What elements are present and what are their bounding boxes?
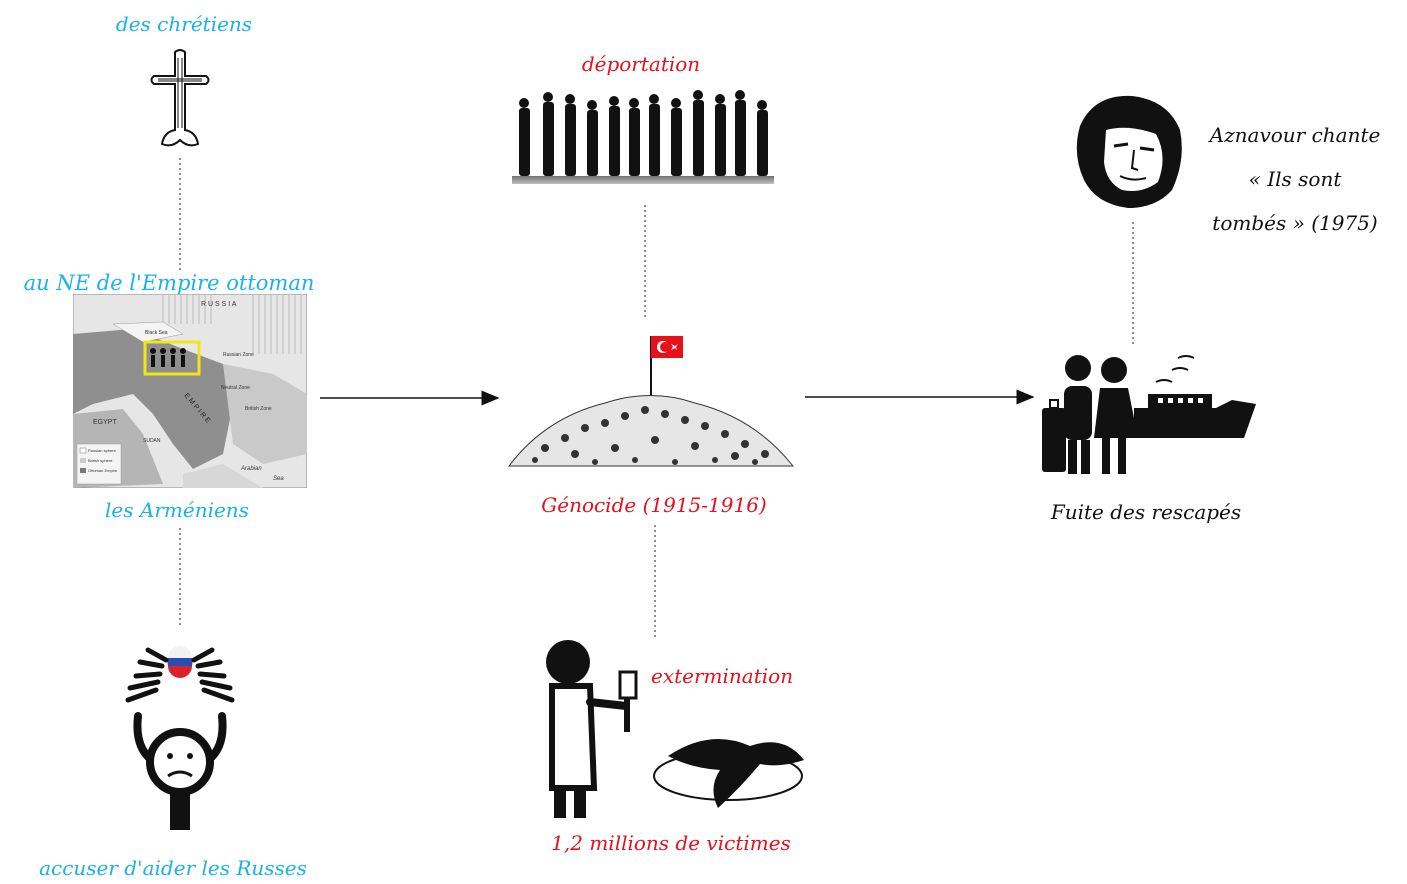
map-label-black-sea: Black Sea [145,330,168,336]
refugees-with-ship-icon [1042,355,1256,474]
map-label-egypt: EGYPT [93,419,117,426]
label-extermination: extermination [651,664,794,688]
map-label-sea: Sea [273,476,284,482]
label-accuser-russes: accuser d'aider les Russes [39,856,307,880]
map-legend-1: Russian sphere [88,448,117,453]
worried-person-icon [125,646,235,830]
map-label-russia: R U S S I A [201,301,237,308]
map-legend-3: Ottoman Empire [88,468,118,473]
label-empire-ottoman: au NE de l'Empire ottoman [23,271,315,295]
skull-pile-with-flag-icon [507,336,795,467]
map-legend-2: British sphere [88,458,113,463]
aznavour-line-3: tombés » (1975) [1212,211,1378,235]
label-chretiens: des chrétiens [115,12,253,36]
label-deportation: déportation [581,52,701,76]
aznavour-line-1: Aznavour chante [1209,123,1381,147]
label-genocide: Génocide (1915-1916) [541,493,767,517]
executioner-icon [546,640,804,818]
ottoman-map: R U S S I A Black Sea Russian Zone Neutr… [73,294,307,488]
aznavour-portrait [1076,95,1182,208]
label-armeniens: les Arméniens [105,498,249,522]
label-fuite-rescapes: Fuite des rescapés [1050,500,1242,524]
map-label-arabian: Arabian [240,466,262,472]
map-label-neutral-zone: Neutral Zone [221,385,250,391]
map-label-british-zone: British Zone [245,406,272,412]
map-label-russian-zone: Russian Zone [223,352,254,358]
armenian-cross-icon [150,49,210,147]
label-victimes: 1,2 millions de victimes [551,831,791,855]
aznavour-line-2: « Ils sont [1248,167,1342,191]
map-label-sudan: SUDAN [143,438,161,444]
deportation-silhouettes-icon [512,90,774,184]
aznavour-caption: Aznavour chante « Ils sont tombés » (197… [1200,113,1390,245]
